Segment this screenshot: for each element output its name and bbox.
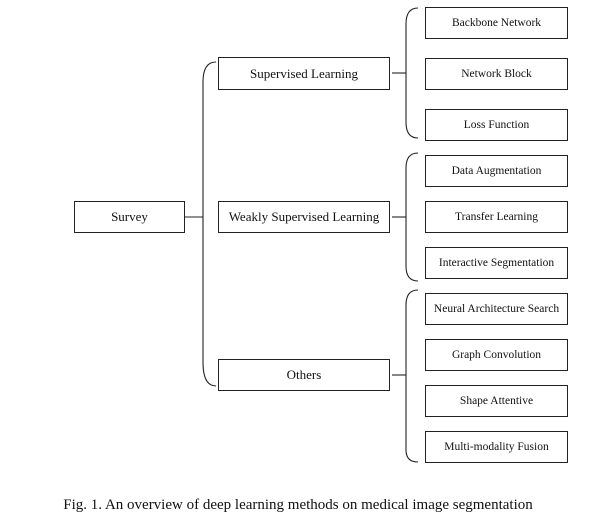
leaf-label: Neural Architecture Search — [433, 303, 560, 315]
leaf-node-shape-attentive: Shape Attentive — [425, 385, 568, 417]
branch-label: Supervised Learning — [250, 65, 358, 81]
figure-caption: Fig. 1. An overview of deep learning met… — [63, 497, 533, 513]
leaf-node-transfer-learning: Transfer Learning — [425, 201, 568, 233]
leaf-node-neural-architecture-search: Neural Architecture Search — [425, 293, 568, 325]
leaf-label: Loss Function — [463, 119, 530, 131]
branch-label: Weakly Supervised Learning — [228, 209, 380, 224]
leaf-label: Network Block — [461, 68, 532, 80]
connector-lines — [185, 7, 419, 463]
leaf-node-multi-modality-fusion: Multi-modality Fusion — [425, 431, 568, 463]
leaf-node-graph-convolution: Graph Convolution — [425, 339, 568, 371]
root-node: Survey — [74, 201, 185, 233]
leaf-label: Transfer Learning — [455, 211, 538, 223]
leaf-label: Interactive Segmentation — [438, 257, 555, 269]
leaf-node-loss-function: Loss Function — [425, 109, 568, 141]
leaf-node-network-block: Network Block — [425, 58, 568, 90]
leaf-node-interactive-segmentation: Interactive Segmentation — [425, 247, 568, 279]
leaf-label: Graph Convolution — [451, 349, 542, 361]
leaf-label: Backbone Network — [451, 17, 542, 29]
branch-node-others: Others — [218, 359, 390, 391]
leaf-label: Data Augmentation — [451, 165, 542, 177]
leaf-label: Shape Attentive — [459, 395, 534, 407]
branch-node-supervised: Supervised Learning — [218, 57, 390, 90]
leaf-node-backbone-network: Backbone Network — [425, 7, 568, 39]
branch-label: Others — [286, 367, 322, 382]
leaf-label: Multi-modality Fusion — [444, 441, 549, 453]
branch-node-weakly-supervised: Weakly Supervised Learning — [218, 201, 390, 233]
root-node-label: Survey — [111, 209, 148, 224]
leaf-node-data-augmentation: Data Augmentation — [425, 155, 568, 187]
